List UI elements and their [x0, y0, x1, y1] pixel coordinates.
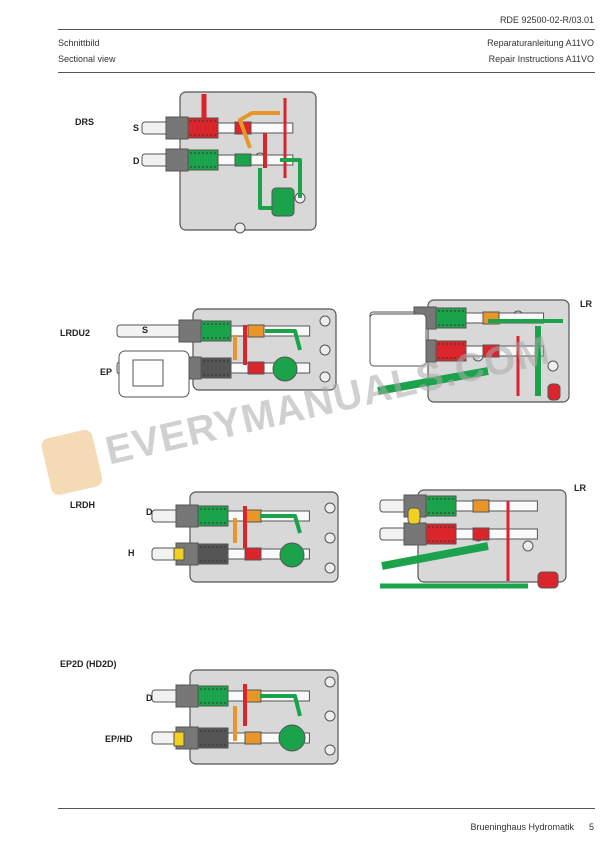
oil-channel	[377, 367, 489, 395]
spring	[428, 498, 454, 514]
spool-land	[244, 547, 262, 561]
footer-company: Brueninghaus Hydromatik	[470, 822, 574, 832]
spring	[438, 343, 464, 359]
spool-land	[244, 689, 262, 703]
control-spool	[230, 362, 311, 374]
spool-land	[234, 153, 252, 167]
piston-chamber	[547, 383, 561, 401]
bolt-hole	[234, 222, 246, 234]
spring	[200, 730, 226, 746]
solenoid-housing	[369, 313, 427, 367]
control-spool	[217, 122, 294, 134]
spring	[200, 546, 226, 562]
bolt-hole	[324, 744, 336, 756]
page-number: 5	[588, 822, 594, 832]
lrdu2-sectional-drawing	[116, 308, 337, 398]
spool-land	[482, 344, 500, 358]
section-title-en: Sectional view	[58, 54, 116, 64]
bolt-hole	[324, 502, 336, 514]
bolt-hole	[319, 315, 331, 327]
spring	[200, 508, 226, 524]
port-label-ep-hd: EP/HD	[105, 734, 133, 744]
lock-nut	[175, 684, 199, 708]
valve-housing	[189, 669, 339, 765]
bolt-hole	[319, 371, 331, 383]
lock-nut	[178, 319, 202, 343]
diagram-label-lrdh: LRDH	[70, 500, 95, 510]
ep2d-sectional-drawing	[151, 669, 339, 765]
diagram-label-lr: LR	[580, 299, 592, 309]
piston-chamber	[407, 507, 421, 525]
spool-land	[472, 527, 490, 541]
spring-yellow	[173, 547, 185, 561]
port-label-s: S	[133, 123, 140, 133]
diagram-label-ep2d: EP2D (HD2D)	[60, 659, 117, 669]
port-label-ep: EP	[100, 367, 113, 377]
spring	[203, 360, 229, 376]
lock-nut	[165, 148, 189, 172]
control-spool	[227, 548, 310, 560]
lock-nut	[175, 504, 199, 528]
bolt-hole	[324, 532, 336, 544]
oil-channel	[260, 514, 302, 534]
diagram-label-drs: DRS	[75, 117, 95, 127]
bolt-hole	[319, 344, 331, 356]
manual-title-de: Reparaturanleitung A11VO	[487, 38, 594, 48]
control-piston	[278, 724, 306, 752]
spool-land	[247, 361, 265, 375]
port-label-d: D	[146, 507, 153, 517]
oil-channel	[381, 542, 489, 570]
spring	[438, 310, 464, 326]
bolt-hole	[547, 360, 559, 372]
spring	[190, 120, 216, 136]
footer-divider	[58, 808, 595, 809]
oil-channel	[260, 694, 302, 717]
spool-land	[244, 509, 262, 523]
spring-yellow	[173, 731, 185, 747]
section-title-de: Schnittbild	[58, 38, 100, 48]
spool-land	[244, 731, 262, 745]
lock-nut	[403, 522, 427, 546]
control-spool	[455, 528, 538, 540]
control-spool	[465, 345, 545, 357]
spring	[203, 323, 229, 339]
watermark-logo-icon	[40, 428, 104, 497]
diagram-label-lr-2: LR	[574, 483, 586, 493]
header-divider	[58, 29, 595, 30]
control-piston	[279, 542, 305, 568]
piston-chamber	[537, 571, 559, 589]
control-spool	[455, 500, 538, 512]
header-divider-2	[58, 72, 595, 73]
spring	[200, 688, 226, 704]
drs-sectional-drawing	[141, 91, 317, 234]
document-number: RDE 92500-02-R/03.01	[499, 15, 594, 25]
bolt-hole	[324, 562, 336, 574]
manual-title-en: Repair Instructions A11VO	[488, 54, 594, 64]
oil-channel	[265, 329, 302, 351]
lr-sectional-drawing	[369, 299, 570, 403]
port-label-d: D	[146, 693, 153, 703]
port-label-h: H	[128, 548, 135, 558]
spring	[428, 526, 454, 542]
port-label-d: D	[133, 156, 140, 166]
control-spool	[227, 732, 310, 744]
oil-channel	[238, 111, 280, 149]
bolt-hole	[522, 540, 534, 552]
lock-nut	[165, 116, 189, 140]
bolt-hole	[324, 710, 336, 722]
lrdh-sectional-drawing	[151, 491, 339, 583]
piston-chamber	[271, 187, 295, 217]
spool-land	[247, 324, 265, 338]
spring	[190, 152, 216, 168]
diagram-label-lrdu2: LRDU2	[60, 328, 91, 338]
lr-sectional-drawing-2	[379, 489, 567, 589]
control-piston	[272, 356, 298, 382]
port-label-s: S	[142, 325, 149, 335]
solenoid-coil	[132, 359, 164, 387]
spool-land	[472, 499, 490, 513]
bolt-hole	[324, 676, 336, 688]
